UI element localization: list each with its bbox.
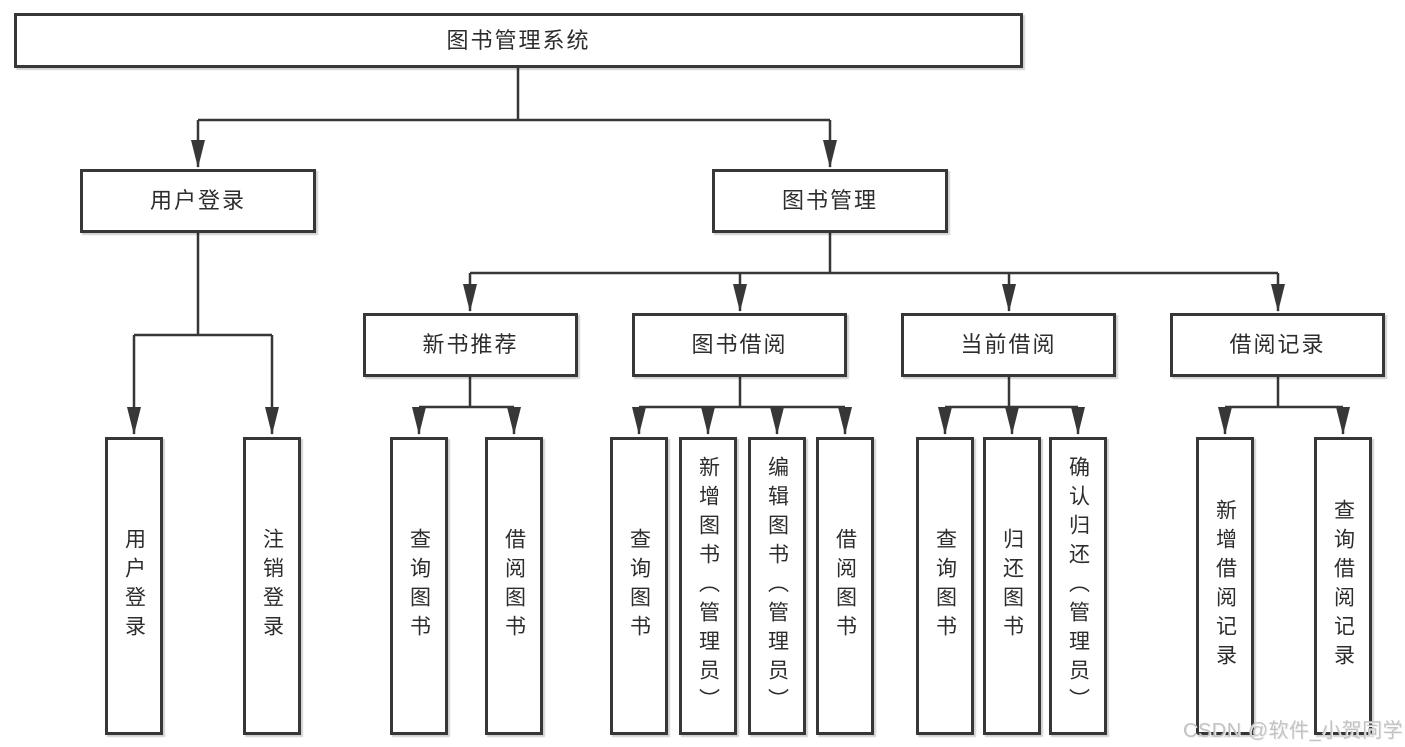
node-borrowing-records-label: 借阅记录 (1229, 332, 1326, 357)
leaf-query-books-recommend: 查询图书 (390, 437, 448, 735)
node-new-book-recommend: 新书推荐 (363, 313, 578, 377)
node-library-system: 图书管理系统 (14, 13, 1023, 68)
leaf-confirm-return-admin: 确认归还（管理员） (1049, 437, 1107, 735)
leaf-borrow-books-recommend-label: 借阅图书 (502, 528, 526, 644)
leaf-borrow-books-borrowing: 借阅图书 (816, 437, 874, 735)
node-current-borrowing-label: 当前借阅 (960, 332, 1057, 357)
node-borrowing-records: 借阅记录 (1170, 313, 1385, 377)
node-user-login-branch-label: 用户登录 (149, 188, 246, 213)
csdn-watermark: CSDN @软件_小贺同学 (1183, 720, 1404, 742)
node-current-borrowing: 当前借阅 (901, 313, 1116, 377)
node-book-borrowing: 图书借阅 (632, 313, 847, 377)
leaf-query-borrow-record-label: 查询借阅记录 (1331, 499, 1355, 673)
node-library-system-label: 图书管理系统 (446, 27, 591, 53)
leaf-confirm-return-admin-label: 确认归还（管理员） (1066, 455, 1090, 717)
leaf-add-book-admin-label: 新增图书（管理员） (696, 455, 720, 717)
node-new-book-recommend-label: 新书推荐 (422, 332, 519, 357)
leaf-edit-book-admin: 编辑图书（管理员） (748, 437, 806, 735)
leaf-query-books-current: 查询图书 (916, 437, 974, 735)
leaf-borrow-books-recommend: 借阅图书 (485, 437, 543, 735)
leaf-query-books-current-label: 查询图书 (933, 528, 957, 644)
leaf-borrow-books-borrowing-label: 借阅图书 (833, 528, 857, 644)
leaf-logout-label: 注销登录 (260, 528, 284, 644)
leaf-add-book-admin: 新增图书（管理员） (679, 437, 737, 735)
leaf-add-borrow-record-label: 新增借阅记录 (1213, 499, 1237, 673)
leaf-query-borrow-record: 查询借阅记录 (1314, 437, 1372, 735)
leaf-query-books-borrowing: 查询图书 (610, 437, 668, 735)
node-book-borrowing-label: 图书借阅 (691, 332, 788, 357)
leaf-logout: 注销登录 (243, 437, 301, 735)
node-book-management: 图书管理 (712, 169, 948, 233)
node-user-login-branch: 用户登录 (80, 169, 316, 233)
leaf-return-book-label: 归还图书 (1000, 528, 1024, 644)
leaf-user-login-label: 用户登录 (122, 528, 146, 644)
leaf-return-book: 归还图书 (983, 437, 1041, 735)
leaf-query-books-recommend-label: 查询图书 (407, 528, 431, 644)
leaf-user-login: 用户登录 (105, 437, 163, 735)
leaf-edit-book-admin-label: 编辑图书（管理员） (765, 455, 789, 717)
node-book-management-label: 图书管理 (781, 188, 878, 213)
leaf-add-borrow-record: 新增借阅记录 (1196, 437, 1254, 735)
leaf-query-books-borrowing-label: 查询图书 (627, 528, 651, 644)
